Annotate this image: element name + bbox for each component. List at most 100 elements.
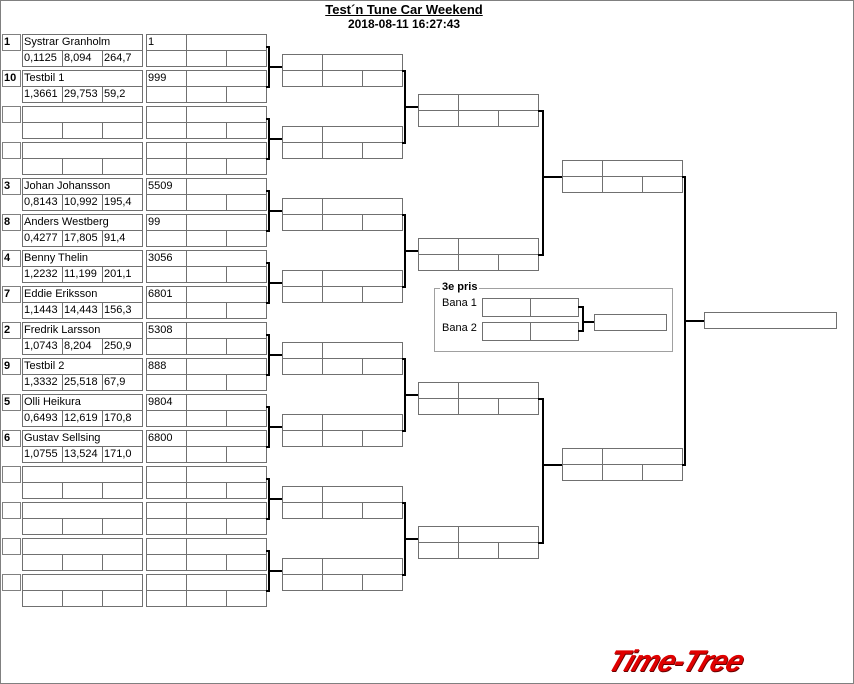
result-cell[interactable] <box>226 410 267 427</box>
round2-box-cell[interactable] <box>322 414 403 431</box>
round2-box-cell[interactable] <box>322 486 403 503</box>
car-number[interactable] <box>146 574 187 591</box>
result-cell[interactable] <box>186 50 227 67</box>
result-cell[interactable] <box>226 554 267 571</box>
elapsed-time[interactable]: 25,518 <box>62 374 103 391</box>
elapsed-time[interactable] <box>62 518 103 535</box>
round2-box-cell[interactable] <box>362 214 403 231</box>
driver-name[interactable]: Benny Thelin <box>22 250 143 267</box>
reaction-time[interactable]: 0,8143 <box>22 194 63 211</box>
round2-box-cell[interactable] <box>322 430 363 447</box>
seed-box[interactable]: 3 <box>2 178 21 195</box>
result-cell[interactable] <box>146 230 187 247</box>
driver-name[interactable]: Anders Westberg <box>22 214 143 231</box>
car-number[interactable]: 6800 <box>146 430 187 447</box>
car-number[interactable] <box>146 142 187 159</box>
result-cell[interactable] <box>186 34 267 51</box>
result-cell[interactable] <box>226 86 267 103</box>
car-number[interactable] <box>146 466 187 483</box>
result-cell[interactable] <box>226 518 267 535</box>
driver-name[interactable] <box>22 538 143 555</box>
driver-name[interactable] <box>22 106 143 123</box>
seed-box[interactable]: 4 <box>2 250 21 267</box>
elapsed-time[interactable]: 29,753 <box>62 86 103 103</box>
speed[interactable] <box>102 482 143 499</box>
result-cell[interactable] <box>186 194 227 211</box>
car-number[interactable]: 999 <box>146 70 187 87</box>
result-cell[interactable] <box>226 590 267 607</box>
round2-box-cell[interactable] <box>322 574 363 591</box>
reaction-time[interactable]: 1,0755 <box>22 446 63 463</box>
quarterfinal-box-cell[interactable] <box>418 94 459 111</box>
round2-box-cell[interactable] <box>282 198 323 215</box>
reaction-time[interactable]: 1,0743 <box>22 338 63 355</box>
semifinal-box-cell[interactable] <box>602 160 683 177</box>
reaction-time[interactable]: 1,1443 <box>22 302 63 319</box>
round2-box-cell[interactable] <box>282 142 323 159</box>
speed[interactable]: 170,8 <box>102 410 143 427</box>
driver-name[interactable]: Olli Heikura <box>22 394 143 411</box>
reaction-time[interactable] <box>22 122 63 139</box>
quarterfinal-box-cell[interactable] <box>498 398 539 415</box>
driver-name[interactable]: Testbil 2 <box>22 358 143 375</box>
round2-box-cell[interactable] <box>282 574 323 591</box>
semifinal-box-cell[interactable] <box>602 448 683 465</box>
quarterfinal-box-cell[interactable] <box>418 254 459 271</box>
quarterfinal-box-cell[interactable] <box>498 254 539 271</box>
result-cell[interactable] <box>186 158 227 175</box>
result-cell[interactable] <box>146 122 187 139</box>
reaction-time[interactable]: 0,1125 <box>22 50 63 67</box>
quarterfinal-box-cell[interactable] <box>458 254 499 271</box>
result-cell[interactable] <box>146 338 187 355</box>
reaction-time[interactable] <box>22 590 63 607</box>
result-cell[interactable] <box>146 554 187 571</box>
round2-box-cell[interactable] <box>282 558 323 575</box>
round2-box-cell[interactable] <box>282 414 323 431</box>
quarterfinal-box-cell[interactable] <box>418 110 459 127</box>
semifinal-box-cell[interactable] <box>642 176 683 193</box>
result-cell[interactable] <box>186 230 227 247</box>
third-place-winner-box[interactable] <box>594 314 667 331</box>
reaction-time[interactable] <box>22 554 63 571</box>
round2-box-cell[interactable] <box>362 358 403 375</box>
result-cell[interactable] <box>226 122 267 139</box>
round2-box-cell[interactable] <box>322 142 363 159</box>
speed[interactable]: 264,7 <box>102 50 143 67</box>
semifinal-box-cell[interactable] <box>562 176 603 193</box>
semifinal-box-cell[interactable] <box>562 160 603 177</box>
speed[interactable]: 59,2 <box>102 86 143 103</box>
result-cell[interactable] <box>186 502 267 519</box>
semifinal-box-cell[interactable] <box>602 176 643 193</box>
result-cell[interactable] <box>186 322 267 339</box>
car-number[interactable] <box>146 106 187 123</box>
result-cell[interactable] <box>146 50 187 67</box>
seed-box[interactable] <box>2 106 21 123</box>
result-cell[interactable] <box>186 302 227 319</box>
elapsed-time[interactable]: 8,204 <box>62 338 103 355</box>
car-number[interactable]: 5509 <box>146 178 187 195</box>
result-cell[interactable] <box>186 374 227 391</box>
quarterfinal-box-cell[interactable] <box>458 526 539 543</box>
result-cell[interactable] <box>186 574 267 591</box>
result-cell[interactable] <box>226 302 267 319</box>
elapsed-time[interactable]: 8,094 <box>62 50 103 67</box>
round2-box-cell[interactable] <box>282 358 323 375</box>
elapsed-time[interactable] <box>62 482 103 499</box>
car-number[interactable]: 5308 <box>146 322 187 339</box>
round2-box-cell[interactable] <box>322 342 403 359</box>
driver-name[interactable] <box>22 142 143 159</box>
round2-box-cell[interactable] <box>322 286 363 303</box>
seed-box[interactable]: 5 <box>2 394 21 411</box>
car-number[interactable]: 1 <box>146 34 187 51</box>
result-cell[interactable] <box>226 374 267 391</box>
round2-box-cell[interactable] <box>362 430 403 447</box>
result-cell[interactable] <box>146 590 187 607</box>
result-cell[interactable] <box>226 446 267 463</box>
speed[interactable]: 250,9 <box>102 338 143 355</box>
elapsed-time[interactable] <box>62 122 103 139</box>
result-cell[interactable] <box>186 338 227 355</box>
elapsed-time[interactable]: 14,443 <box>62 302 103 319</box>
seed-box[interactable]: 8 <box>2 214 21 231</box>
elapsed-time[interactable] <box>62 554 103 571</box>
quarterfinal-box-cell[interactable] <box>458 110 499 127</box>
